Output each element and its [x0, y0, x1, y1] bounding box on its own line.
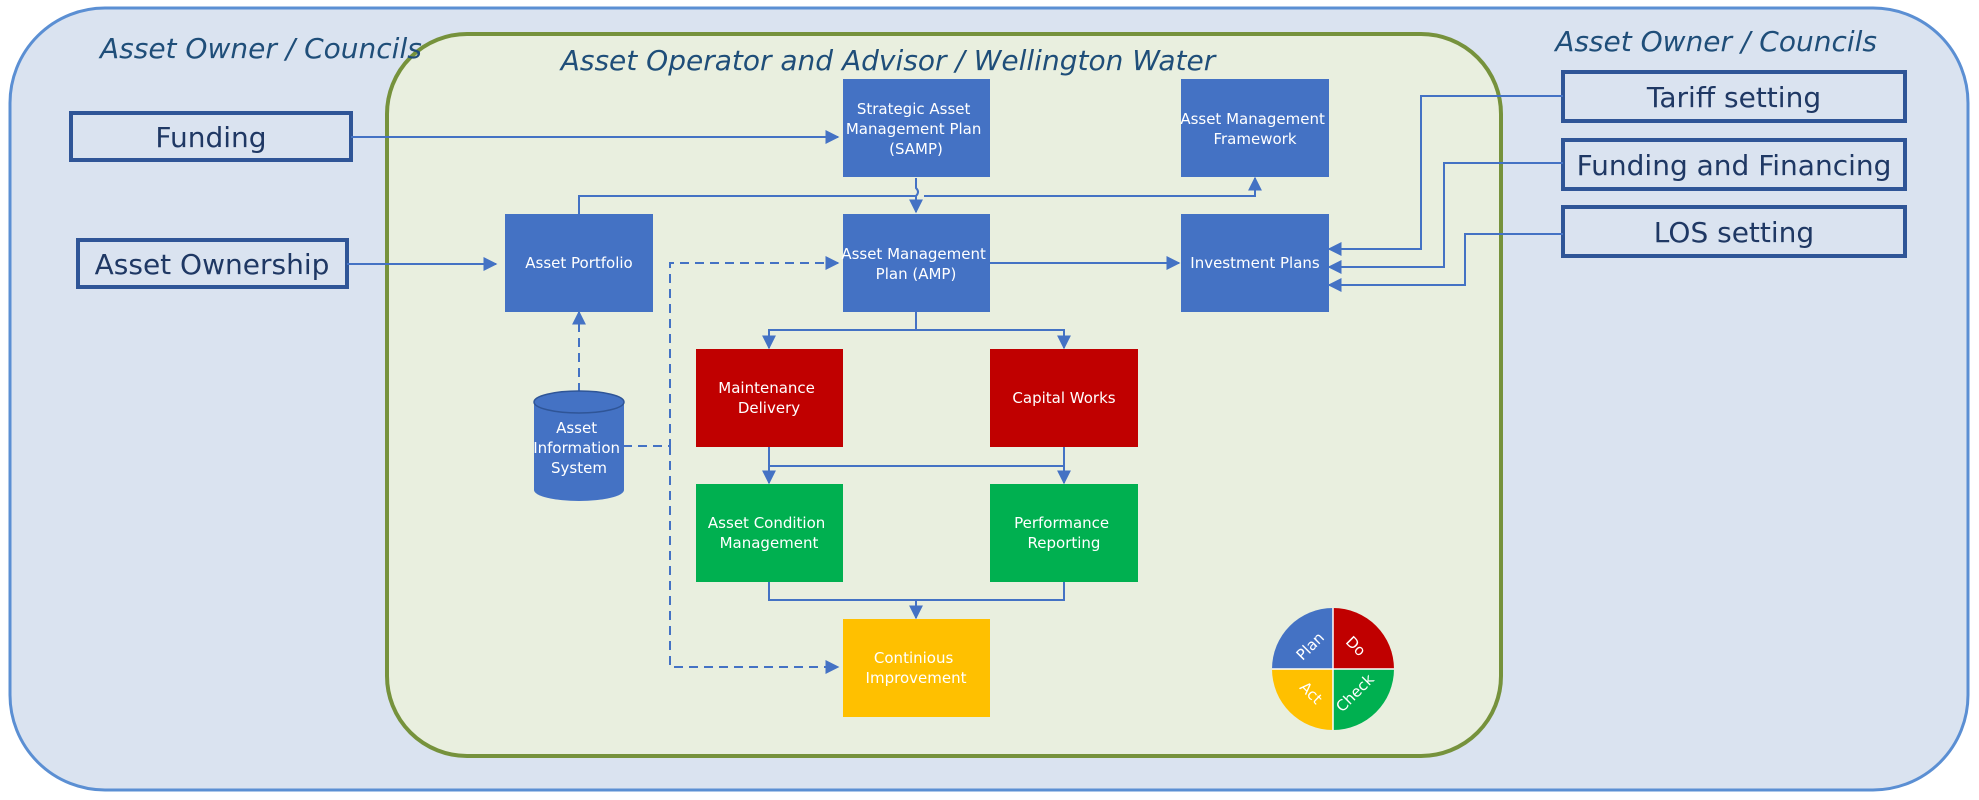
asset-condition-box: Asset Condition Management: [696, 484, 843, 582]
funding-label: Funding: [155, 121, 266, 154]
connector-monitoring-improvement: [768, 582, 1065, 618]
maintenance-delivery-box: Maintenance Delivery: [696, 349, 843, 447]
continuous-improvement-box: Continious Improvement: [843, 619, 990, 717]
samp-label: Strategic Asset Management Plan (SAMP): [846, 100, 986, 158]
asset-owner-left-title: Asset Owner / Councils: [98, 32, 422, 65]
investment-plans-box: Investment Plans: [1181, 214, 1329, 312]
connectors: [347, 95, 1563, 618]
tariff-setting-input: Tariff setting: [1561, 70, 1907, 123]
amp-box: Asset Management Plan (AMP): [841, 214, 990, 312]
database-cylinder-icon: Asset Information System: [533, 390, 625, 501]
continuous-improvement-label: Continious Improvement: [866, 649, 967, 687]
connector-los-investment: [1327, 233, 1563, 292]
capital-works-box: Capital Works: [990, 349, 1138, 447]
asset-ownership-label: Asset Ownership: [95, 248, 330, 281]
connector-financing-investment: [1327, 162, 1563, 274]
tariff-setting-label: Tariff setting: [1646, 81, 1821, 114]
investment-plans-label: Investment Plans: [1190, 254, 1320, 272]
los-setting-input: LOS setting: [1561, 205, 1907, 258]
connector-tariff-investment: [1327, 95, 1563, 256]
connector-portfolio-framework: [578, 178, 1255, 214]
performance-reporting-label: Performance Reporting: [1014, 514, 1114, 552]
samp-box: Strategic Asset Management Plan (SAMP): [843, 79, 990, 177]
asset-owner-right-title: Asset Owner / Councils: [1553, 25, 1877, 58]
funding-input: Funding: [69, 111, 353, 162]
operator-title: Asset Operator and Advisor / Wellington …: [559, 44, 1217, 77]
connector-ais-improvement: [669, 446, 840, 674]
asset-ownership-input: Asset Ownership: [76, 238, 349, 289]
maintenance-delivery-label: Maintenance Delivery: [718, 379, 819, 417]
am-framework-box: Asset Management Framework: [1180, 79, 1329, 177]
am-framework-label: Asset Management Framework: [1180, 110, 1329, 148]
asset-portfolio-label: Asset Portfolio: [525, 254, 632, 272]
asset-portfolio-box: Asset Portfolio: [505, 214, 653, 312]
asset-condition-label: Asset Condition Management: [708, 514, 830, 552]
dashed-connectors: [572, 256, 840, 674]
ais-label: Asset Information System: [533, 419, 625, 477]
capital-works-label: Capital Works: [1012, 389, 1115, 407]
pdca-cycle-icon: Plan Do Check Act: [1272, 608, 1394, 730]
connector-ais-amp: [623, 256, 840, 447]
funding-financing-input: Funding and Financing: [1561, 138, 1907, 191]
amp-label: Asset Management Plan (AMP): [841, 245, 990, 283]
funding-financing-label: Funding and Financing: [1577, 149, 1892, 182]
performance-reporting-box: Performance Reporting: [990, 484, 1138, 582]
los-setting-label: LOS setting: [1654, 216, 1814, 249]
connector-samp-amp: [909, 178, 923, 214]
